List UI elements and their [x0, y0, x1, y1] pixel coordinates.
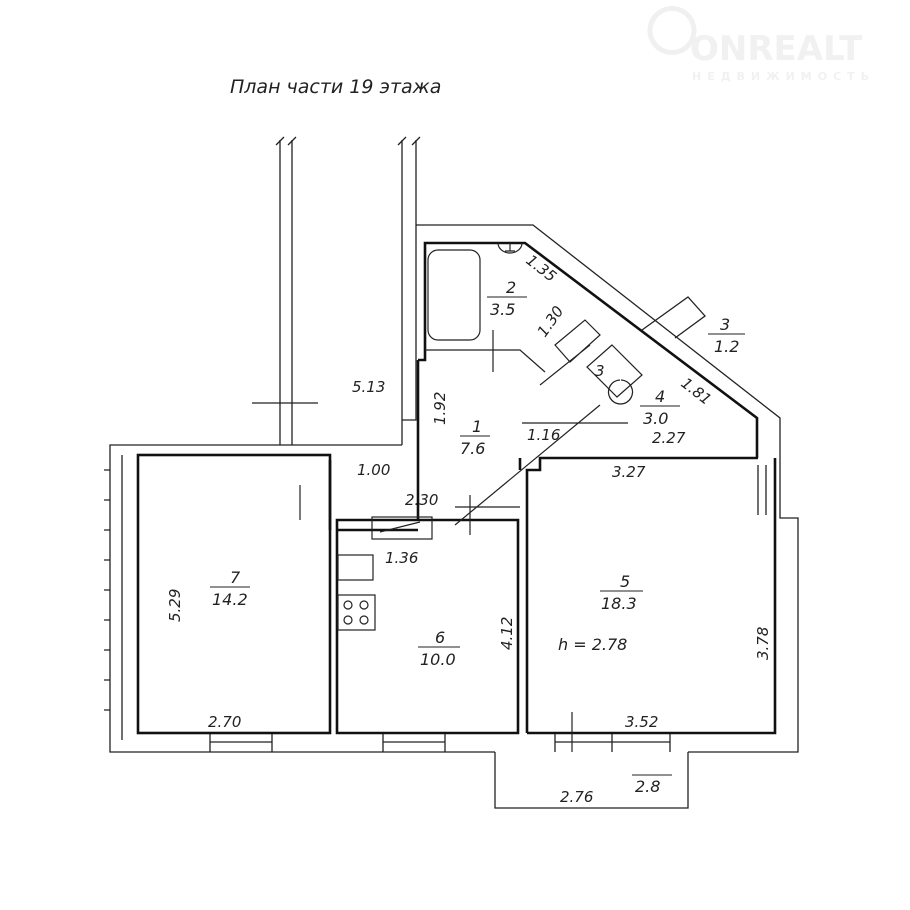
room-4: 43.0 — [640, 387, 680, 428]
walls — [104, 136, 799, 809]
kitchen-sink-icon — [371, 516, 433, 540]
label-rooms-3-area: 3.0 — [643, 409, 668, 428]
label-dimensions-d230: 2.30 — [405, 491, 438, 509]
label-dimensions-d227: 2.27 — [652, 429, 686, 447]
room-1: 17.6 — [460, 417, 490, 458]
label-rooms-3-num: 4 — [655, 387, 665, 406]
label-rooms-5-num: 6 — [435, 628, 445, 647]
label-dimensions-d327: 3.27 — [612, 463, 646, 481]
label-rooms-6-area: 14.2 — [212, 590, 248, 609]
plan-title: План части 19 этажа — [230, 76, 441, 98]
stove-icon — [337, 594, 376, 631]
label-rooms-4-area: 18.3 — [601, 594, 637, 613]
label-dimensions-d270: 2.70 — [208, 713, 241, 731]
label-rooms-2-num: 3 — [720, 315, 730, 334]
label-rooms-4-num: 5 — [620, 572, 630, 591]
room-labels: 17.6 23.5 31.2 43.0 518.3 610.0 714.2 2.… — [210, 278, 745, 796]
label-rooms-5-area: 10.0 — [420, 650, 456, 669]
toilet-icon — [425, 319, 601, 386]
room-6: 610.0 — [418, 628, 460, 669]
room-5: 518.3 — [600, 572, 643, 613]
room-2: 23.5 — [487, 278, 527, 319]
label-rooms-1-area: 3.5 — [490, 300, 515, 319]
sink-icon — [497, 242, 523, 254]
label-rooms-6-num: 7 — [230, 568, 241, 587]
balcony-area: 2.8 — [635, 777, 660, 796]
label-dimensions-d136: 1.36 — [385, 549, 418, 567]
bathtub-icon — [427, 249, 481, 341]
label-dimensions-d3: 3 — [595, 362, 605, 380]
watermark-logo: ONREALT НЕДВИЖИМОСТЬ — [647, 6, 875, 83]
label-dimensions-d529: 5.29 — [166, 589, 184, 622]
label-dimensions-d116: 1.16 — [527, 426, 560, 444]
label-dimensions-d412: 4.12 — [498, 617, 516, 650]
watermark-brand: ONREALT — [690, 29, 863, 69]
label-dimensions-d135: 1.35 — [523, 251, 560, 286]
watermark-tagline: НЕДВИЖИМОСТЬ — [692, 70, 875, 83]
label-dimensions-d513: 5.13 — [352, 378, 385, 396]
inner-walls — [136, 241, 777, 735]
label-dimensions-d130: 1.30 — [534, 303, 568, 341]
label-dimensions-d352: 3.52 — [625, 713, 658, 731]
label-dimensions-d276: 2.76 — [560, 788, 593, 806]
room-7: 714.2 — [210, 568, 250, 609]
label-rooms-0-num: 1 — [472, 417, 482, 436]
label-dimensions-d100: 1.00 — [357, 461, 390, 479]
label-rooms-2-area: 1.2 — [714, 337, 739, 356]
ceiling-height: h = 2.78 — [558, 635, 627, 654]
label-rooms-1-num: 2 — [506, 278, 516, 297]
counter-icon — [337, 554, 374, 581]
label-dimensions-d181: 1.81 — [678, 374, 715, 409]
room-3: 31.2 — [708, 315, 745, 356]
label-dimensions-d378: 3.78 — [754, 627, 772, 660]
label-dimensions-d192: 1.92 — [431, 392, 449, 425]
fixtures — [299, 242, 643, 752]
label-rooms-0-area: 7.6 — [460, 439, 485, 458]
